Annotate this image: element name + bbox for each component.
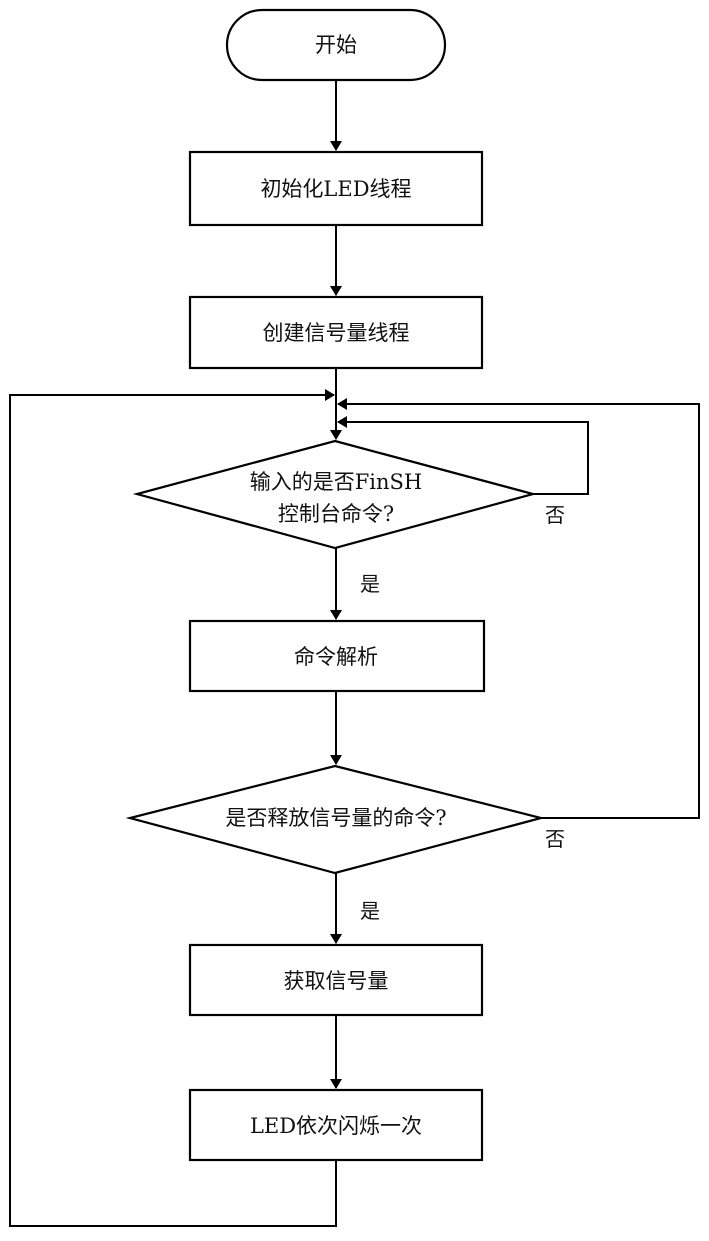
take-sem-label: 获取信号量 <box>284 969 389 993</box>
loop-blink-back <box>9 389 337 1227</box>
init-led-label: 初始化LED线程 <box>260 177 411 201</box>
decision2-label: 是否释放信号量的命令? <box>225 806 446 830</box>
start-label: 开始 <box>315 33 357 57</box>
loop-decision1-no <box>337 416 589 495</box>
yes-label-2: 是 <box>360 899 380 923</box>
loop-decision2-no <box>337 398 700 819</box>
no-label-2: 否 <box>545 827 565 851</box>
decision1-label-line1: 输入的是否FinSH <box>250 470 423 494</box>
create-sem-label: 创建信号量线程 <box>263 321 410 345</box>
decision1-label-line2: 控制台命令? <box>278 502 394 526</box>
yes-label-1: 是 <box>360 572 380 596</box>
parse-label: 命令解析 <box>294 645 378 669</box>
decision-finsh-diamond <box>132 439 538 550</box>
led-blink-label: LED依次闪烁一次 <box>250 1114 422 1138</box>
no-label-1: 否 <box>545 503 565 527</box>
